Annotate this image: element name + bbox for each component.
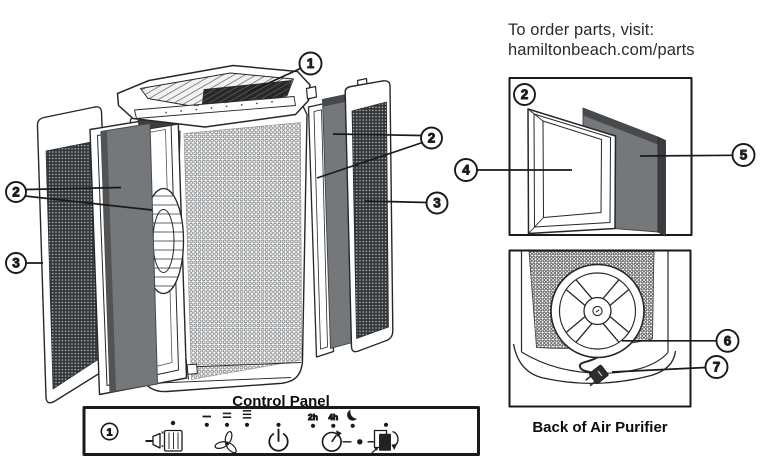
callout-2-left-label: 2 — [12, 185, 20, 200]
power-led — [276, 422, 281, 427]
control-panel-border — [82, 406, 480, 456]
timer-icon-group: 2h 4h — [308, 409, 357, 452]
callout-7-label: 7 — [713, 360, 721, 375]
fan-speed-icon — [202, 410, 252, 454]
clean-filter-led — [170, 420, 176, 426]
callout-right-cover: 3 — [364, 191, 449, 215]
callout-6-label: 6 — [724, 333, 732, 348]
timer-icon — [321, 430, 342, 452]
control-panel-callout: 1 — [100, 422, 119, 441]
callout-2-right-label: 2 — [428, 131, 436, 146]
control-panel: 1 — [82, 406, 480, 456]
callout-3-left-label: 3 — [12, 256, 20, 271]
left-carbon-prefilter — [100, 123, 158, 393]
exploded-view: 1 2 3 2 3 — [5, 51, 449, 404]
top-control-strip — [134, 96, 296, 119]
timer-2h-led — [310, 423, 316, 428]
front-mesh-panel — [183, 122, 302, 380]
power-cord — [578, 356, 609, 387]
fan-icon — [214, 430, 237, 454]
night-mode-moon-icon — [347, 409, 357, 421]
top-cap — [116, 64, 311, 128]
clean-filter-icon — [145, 420, 183, 452]
filter-detail-box: 4 5 2 — [454, 77, 756, 237]
hepa-filter-frame — [527, 108, 617, 235]
timer-4h-label: 4h — [328, 412, 338, 422]
callout-fan-cover: 6 — [622, 328, 740, 353]
order-parts-line1: To order parts, visit: — [508, 21, 655, 39]
filter-replace-icon — [370, 422, 399, 455]
power-icon — [268, 422, 289, 452]
callout-1-label: 1 — [307, 56, 315, 71]
callout-top-grille: 1 — [247, 51, 323, 94]
callout-carbon: 5 — [639, 143, 756, 167]
back-view-box: 6 7 — [508, 249, 740, 408]
callout-4-label: 4 — [462, 163, 470, 178]
callout-1-panel-label: 1 — [107, 426, 113, 438]
right-side-cover — [344, 77, 394, 353]
speed-high-led — [244, 422, 250, 427]
speed-med-bars — [222, 412, 232, 419]
latch — [186, 363, 198, 375]
callout-hepa: 4 — [454, 158, 572, 182]
back-view-caption: Back of Air Purifier — [532, 419, 668, 436]
callout-left-filters: 2 — [5, 181, 153, 211]
timer-4h-led — [331, 423, 336, 428]
filter-replace-led — [383, 422, 389, 427]
callout-right-filters: 2 — [316, 126, 443, 179]
callout-left-cover: 3 — [5, 252, 43, 274]
callout-5-label: 5 — [740, 148, 748, 163]
order-parts-line2: hamiltonbeach.com/parts — [508, 40, 695, 59]
top-grille-dark — [201, 80, 292, 108]
indicator-connector — [342, 439, 374, 445]
callout-3-right-label: 3 — [433, 196, 441, 211]
control-panel-title: Control Panel — [232, 393, 330, 410]
right-cover-mesh — [351, 101, 389, 339]
speed-med-led — [224, 422, 230, 427]
speed-low-led — [204, 422, 209, 427]
timer-2h-label: 2h — [308, 412, 318, 422]
order-parts-text: To order parts, visit: hamiltonbeach.com… — [508, 21, 695, 60]
callout-power-cord: 7 — [611, 355, 729, 379]
filter-box-corner-callout: 2 — [513, 83, 536, 106]
night-mode-led — [350, 423, 355, 428]
corner-callout-2-label: 2 — [521, 87, 529, 102]
fan-cover — [550, 263, 645, 359]
top-strip-icons — [165, 101, 273, 114]
speed-high-bars — [242, 410, 252, 419]
